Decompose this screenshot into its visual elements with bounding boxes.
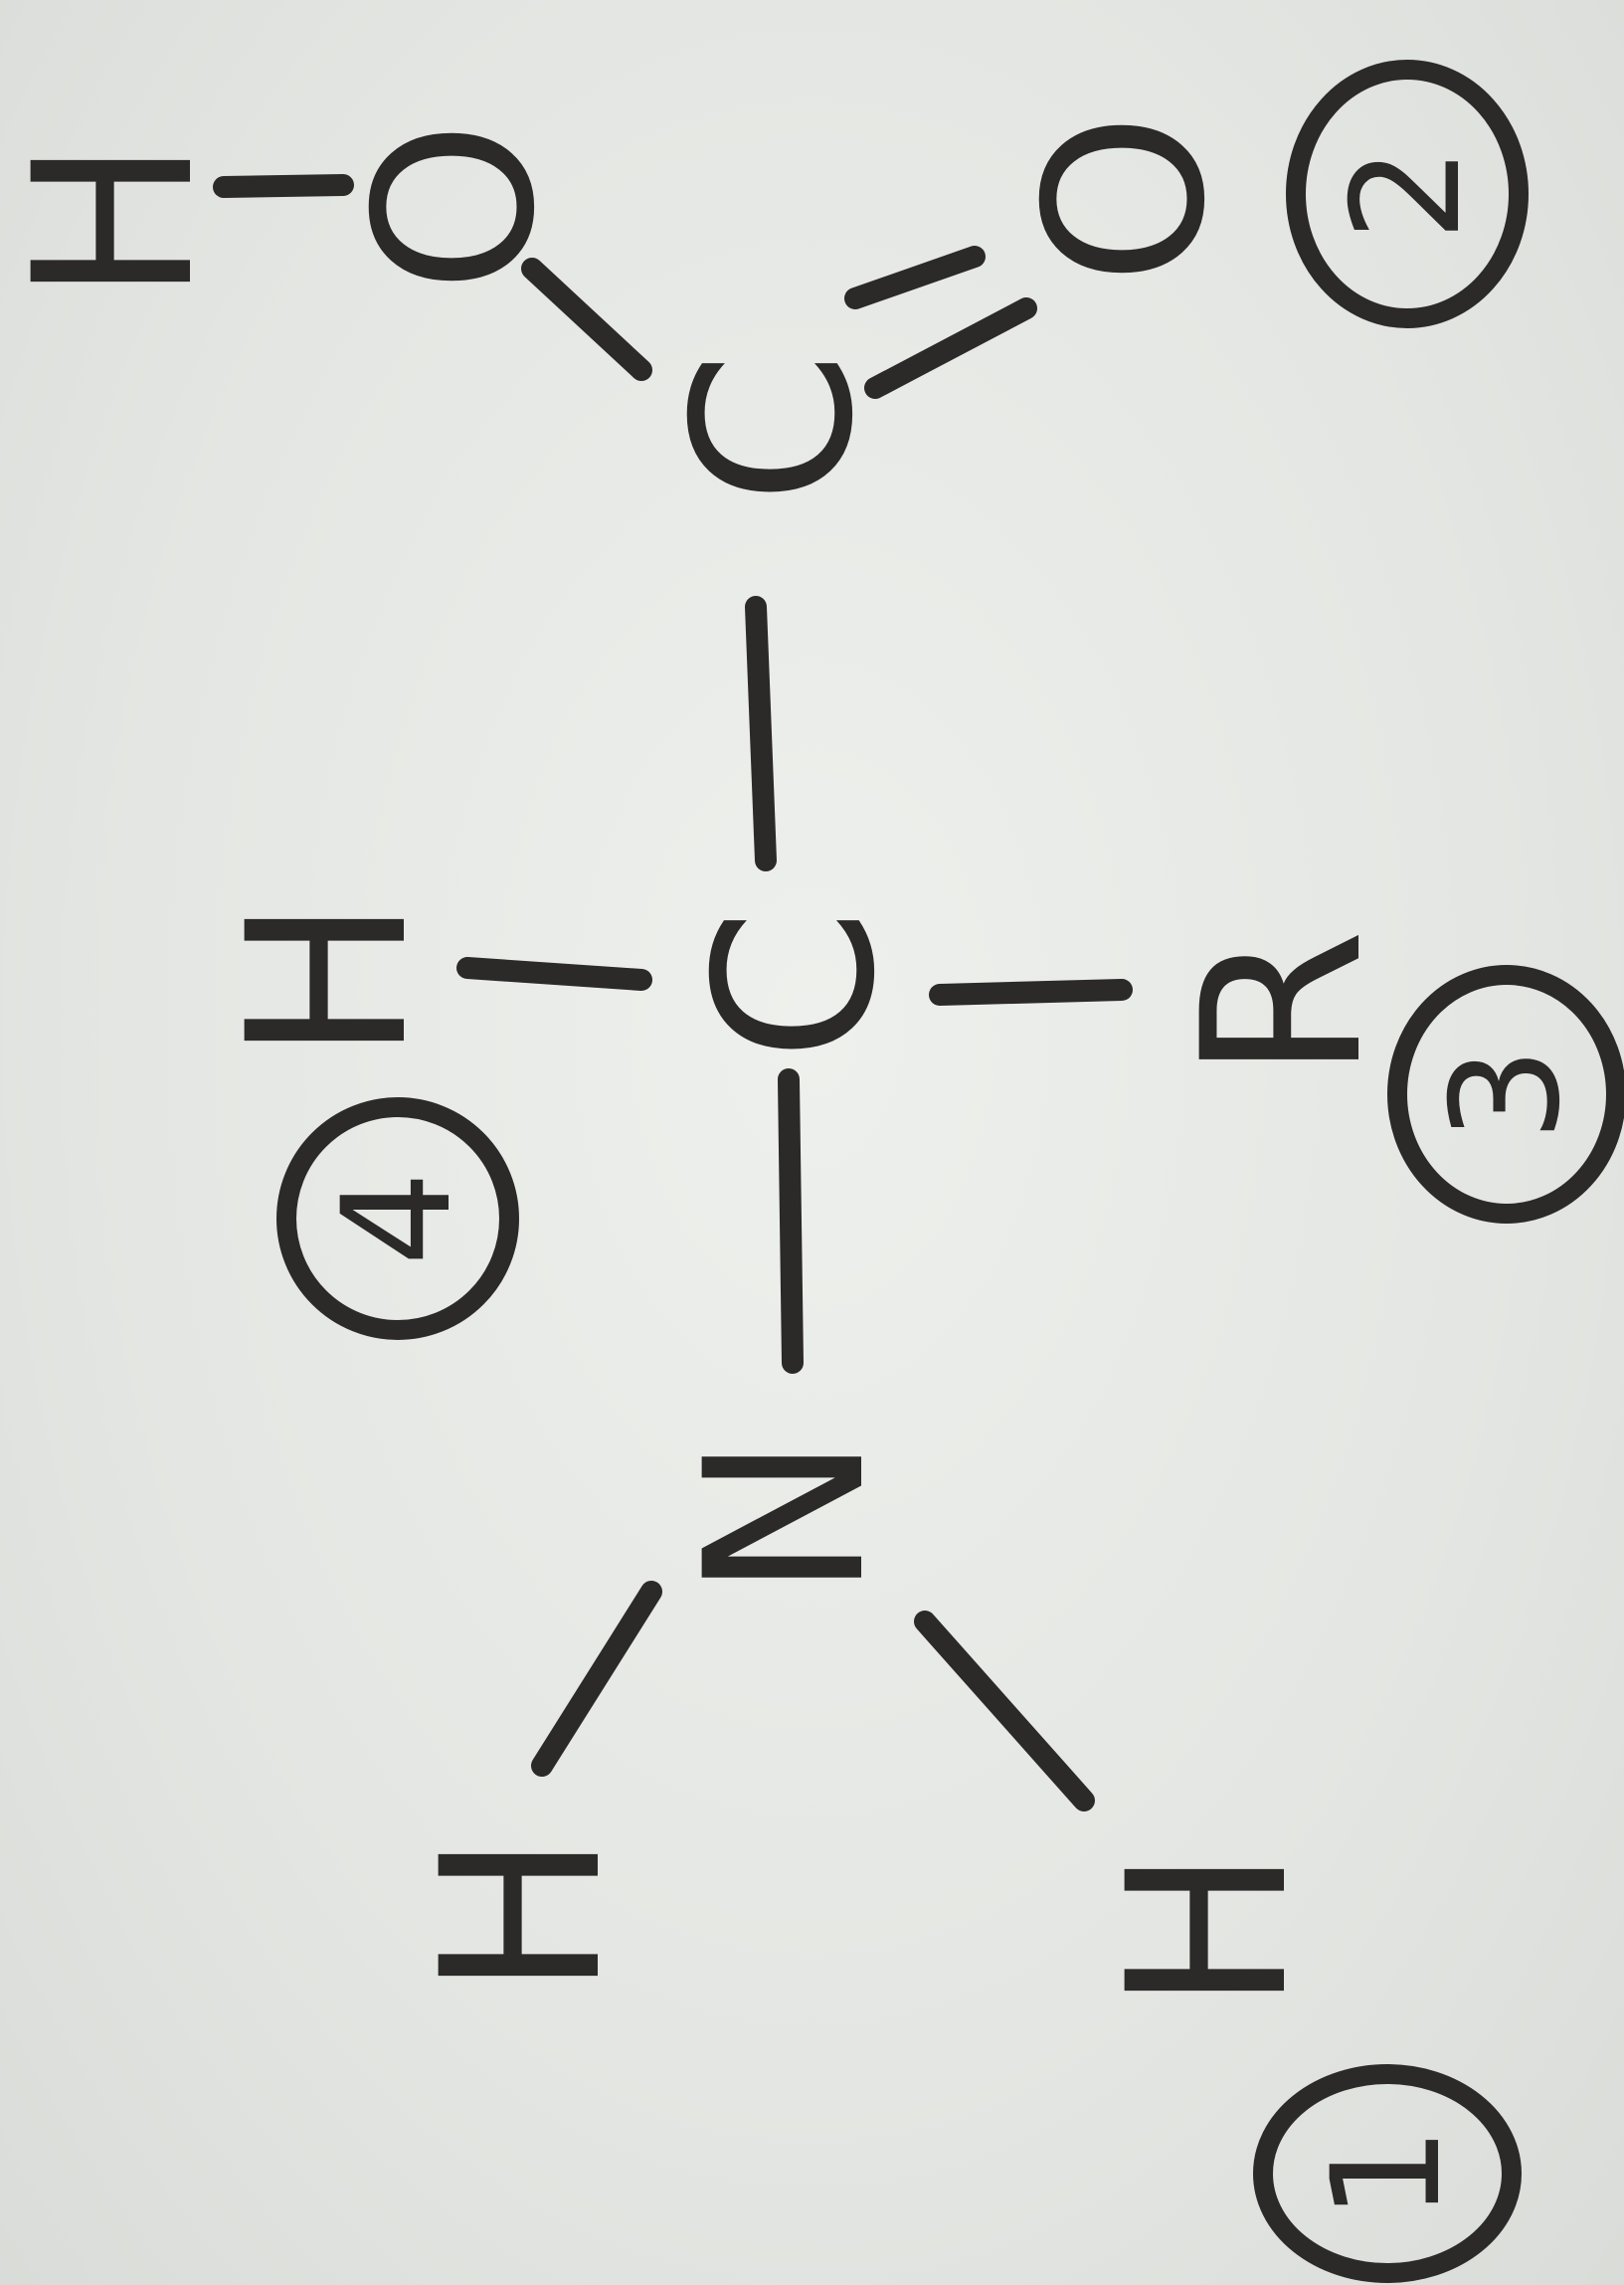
bond-n-h-right: [914, 1611, 1095, 1811]
bond-o-c: [521, 258, 652, 381]
atom-h-hydroxyl: H: [0, 138, 242, 302]
bond-c-calpha: [745, 596, 777, 871]
bond-h-o: [213, 174, 354, 198]
bond-calpha-n: [778, 1068, 804, 1374]
label-four-text: 4: [311, 1171, 484, 1265]
atom-h-amino-right: H: [1081, 1847, 1336, 2011]
atom-c-carboxyl: C: [646, 351, 901, 504]
atom-r-group: R: [1156, 929, 1410, 1081]
label-three-text: 3: [1420, 1047, 1593, 1141]
bond-calpha-r: [929, 979, 1133, 1006]
atom-n-amino: N: [658, 1435, 913, 1600]
label-two-text: 2: [1321, 146, 1494, 241]
bond-n-h-left: [531, 1581, 662, 1777]
label-one-text: 1: [1301, 2126, 1474, 2220]
bond-c-o-double-a: [844, 246, 986, 309]
label-four: 4: [276, 1097, 519, 1340]
atom-h-alpha: H: [201, 897, 455, 1061]
bond-c-o-double-b: [864, 297, 1037, 399]
label-three: 3: [1387, 965, 1624, 1224]
bond-h-calpha: [456, 957, 652, 991]
bonds: [213, 174, 1133, 1811]
atom-o-carbonyl: O: [998, 112, 1253, 285]
atoms: H O C O C H R N H H: [0, 112, 1410, 2011]
label-two: 2: [1286, 60, 1529, 328]
atom-h-amino-left: H: [395, 1832, 649, 1997]
atom-o-hydroxyl: O: [328, 120, 583, 292]
circled-labels: 2 3 4 1: [276, 60, 1624, 2283]
label-one: 1: [1253, 2064, 1522, 2283]
atom-c-alpha: C: [668, 908, 923, 1061]
